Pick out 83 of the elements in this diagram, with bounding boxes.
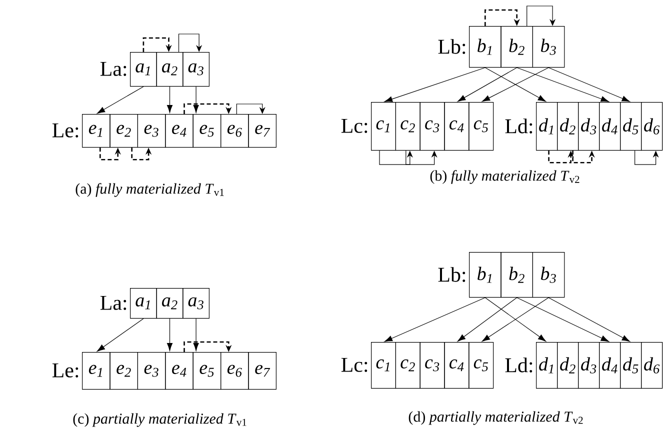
caption: (b) fully materialized T$_{v2}$ xyxy=(430,170,580,184)
array-cell: e$_{4}$ xyxy=(165,114,194,148)
arrow xyxy=(193,318,199,351)
arrow xyxy=(458,297,518,342)
array-cell: d$_{1}$ xyxy=(536,102,558,151)
arrow xyxy=(516,297,609,342)
array-cell: b$_{2}$ xyxy=(500,252,533,298)
arrow xyxy=(548,297,630,342)
array-cell: b$_{1}$ xyxy=(469,26,502,68)
arrow xyxy=(166,318,173,351)
array-cell: e$_{1}$ xyxy=(82,352,110,390)
arrow xyxy=(548,67,630,102)
arrow xyxy=(516,67,609,102)
array-cell: d$_{2}$ xyxy=(557,102,579,151)
array-cell: d$_{1}$ xyxy=(536,342,558,389)
array-cell: d$_{4}$ xyxy=(599,342,621,389)
caption: (d) partially materialized T$_{v2}$ xyxy=(408,411,583,425)
array-cell: c$_{5}$ xyxy=(468,342,494,389)
array-cell: c$_{4}$ xyxy=(444,102,470,151)
array-cell: c$_{1}$ xyxy=(371,102,396,151)
array-cell: d$_{3}$ xyxy=(578,102,600,151)
array-cell: e$_{2}$ xyxy=(110,114,138,148)
row-label: Lc: xyxy=(341,118,368,134)
array-cell: d$_{5}$ xyxy=(620,342,642,389)
array-cell: d$_{6}$ xyxy=(641,342,663,389)
array-cell: e$_{3}$ xyxy=(137,114,166,148)
bracket-arrow xyxy=(184,103,232,114)
array-cell: e$_{5}$ xyxy=(192,352,222,390)
array-cell: e$_{6}$ xyxy=(220,352,249,390)
array-cell: e$_{4}$ xyxy=(165,352,194,390)
array-cell: c$_{2}$ xyxy=(395,102,420,151)
arrow xyxy=(97,86,144,114)
row-label: Ld: xyxy=(505,118,532,134)
caption: (c) partially materialized T$_{v1}$ xyxy=(73,413,246,427)
row-label: Le: xyxy=(52,363,78,378)
bracket-arrow xyxy=(484,9,520,26)
arrow xyxy=(96,318,144,352)
array-cell: a$_{1}$ xyxy=(130,288,157,319)
arrow xyxy=(384,297,486,342)
bracket-arrow xyxy=(142,37,172,52)
array-cell: b$_{1}$ xyxy=(469,252,502,298)
caption: (a) fully materialized T$_{v1}$ xyxy=(76,183,224,197)
arrow xyxy=(193,86,199,113)
array-cell: d$_{3}$ xyxy=(578,342,600,389)
arrow xyxy=(458,67,518,102)
array-cell: b$_{3}$ xyxy=(532,26,565,68)
array-cell: e$_{3}$ xyxy=(137,352,166,390)
array-cell: e$_{7}$ xyxy=(248,114,276,148)
bracket-arrow xyxy=(526,6,556,26)
array-cell: c$_{4}$ xyxy=(444,342,470,389)
array-cell: b$_{3}$ xyxy=(532,252,565,298)
array-cell: d$_{4}$ xyxy=(599,102,621,151)
array-cell: a$_{2}$ xyxy=(156,288,184,319)
array-cell: d$_{6}$ xyxy=(641,102,663,151)
array-cell: c$_{3}$ xyxy=(420,342,445,389)
row-label: Lb: xyxy=(438,267,466,282)
arrow xyxy=(166,86,173,113)
row-label: Lb: xyxy=(438,39,466,54)
array-cell: e$_{1}$ xyxy=(82,114,110,148)
bracket-arrow xyxy=(178,34,202,52)
row-label: Lc: xyxy=(341,358,368,372)
row-label: Ld: xyxy=(505,358,532,372)
array-cell: a$_{3}$ xyxy=(182,52,210,87)
array-cell: e$_{7}$ xyxy=(248,352,276,390)
array-cell: a$_{2}$ xyxy=(156,52,184,87)
array-cell: e$_{2}$ xyxy=(110,352,138,390)
array-cell: a$_{3}$ xyxy=(182,288,210,319)
array-cell: d$_{5}$ xyxy=(620,102,642,151)
array-cell: c$_{3}$ xyxy=(420,102,445,151)
row-label: Le: xyxy=(52,123,78,138)
array-cell: a$_{1}$ xyxy=(130,52,157,87)
array-cell: c$_{5}$ xyxy=(468,102,494,151)
array-cell: e$_{5}$ xyxy=(192,114,222,148)
array-cell: e$_{6}$ xyxy=(220,114,249,148)
bracket-arrow xyxy=(236,104,266,114)
row-label: La: xyxy=(100,62,126,76)
row-label: La: xyxy=(100,296,126,310)
array-cell: c$_{1}$ xyxy=(371,342,396,389)
array-cell: d$_{2}$ xyxy=(557,342,579,389)
array-cell: b$_{2}$ xyxy=(500,26,533,68)
array-cell: c$_{2}$ xyxy=(395,342,420,389)
bracket-arrow xyxy=(184,341,232,352)
arrow xyxy=(384,67,486,102)
